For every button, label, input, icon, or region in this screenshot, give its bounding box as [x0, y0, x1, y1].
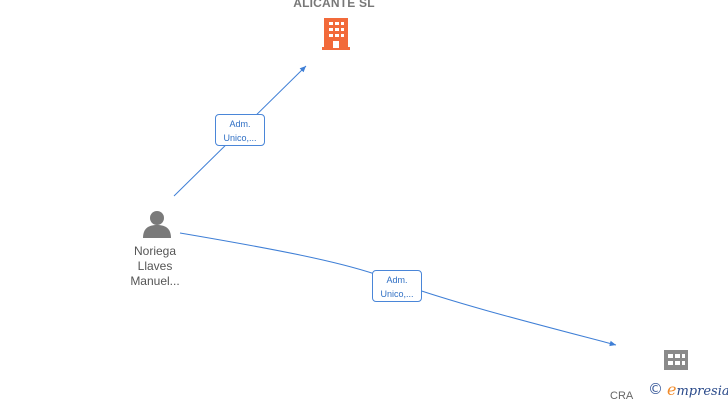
person-icon[interactable] — [143, 211, 171, 238]
watermark: © empresia — [648, 378, 728, 400]
edge-label-line: Adm. — [229, 119, 251, 129]
edge-label-line: Adm. — [386, 275, 408, 285]
person-name-line: Llaves — [137, 259, 173, 273]
company-name-label[interactable]: ALICANTE SL — [293, 0, 375, 10]
brand-rest: mpresia — [676, 383, 728, 399]
building-icon[interactable] — [322, 18, 350, 50]
edge-label-role: Adm. Unico,... — [372, 270, 422, 302]
copyright-icon: © — [648, 380, 663, 398]
brand-initial: e — [667, 379, 677, 399]
edge-label-line: Unico,... — [223, 133, 257, 143]
company-name-label[interactable]: CRA — [610, 390, 634, 402]
edge-label-role: Adm. Unico,... — [215, 114, 265, 146]
brand-logo: empresia — [667, 380, 728, 399]
building-icon[interactable] — [664, 350, 688, 370]
person-name-line: Manuel... — [130, 274, 180, 288]
edge-label-line: Unico,... — [380, 289, 414, 299]
person-name-line: Noriega — [133, 244, 177, 258]
person-name-label[interactable]: Noriega Llaves Manuel... — [110, 244, 200, 289]
